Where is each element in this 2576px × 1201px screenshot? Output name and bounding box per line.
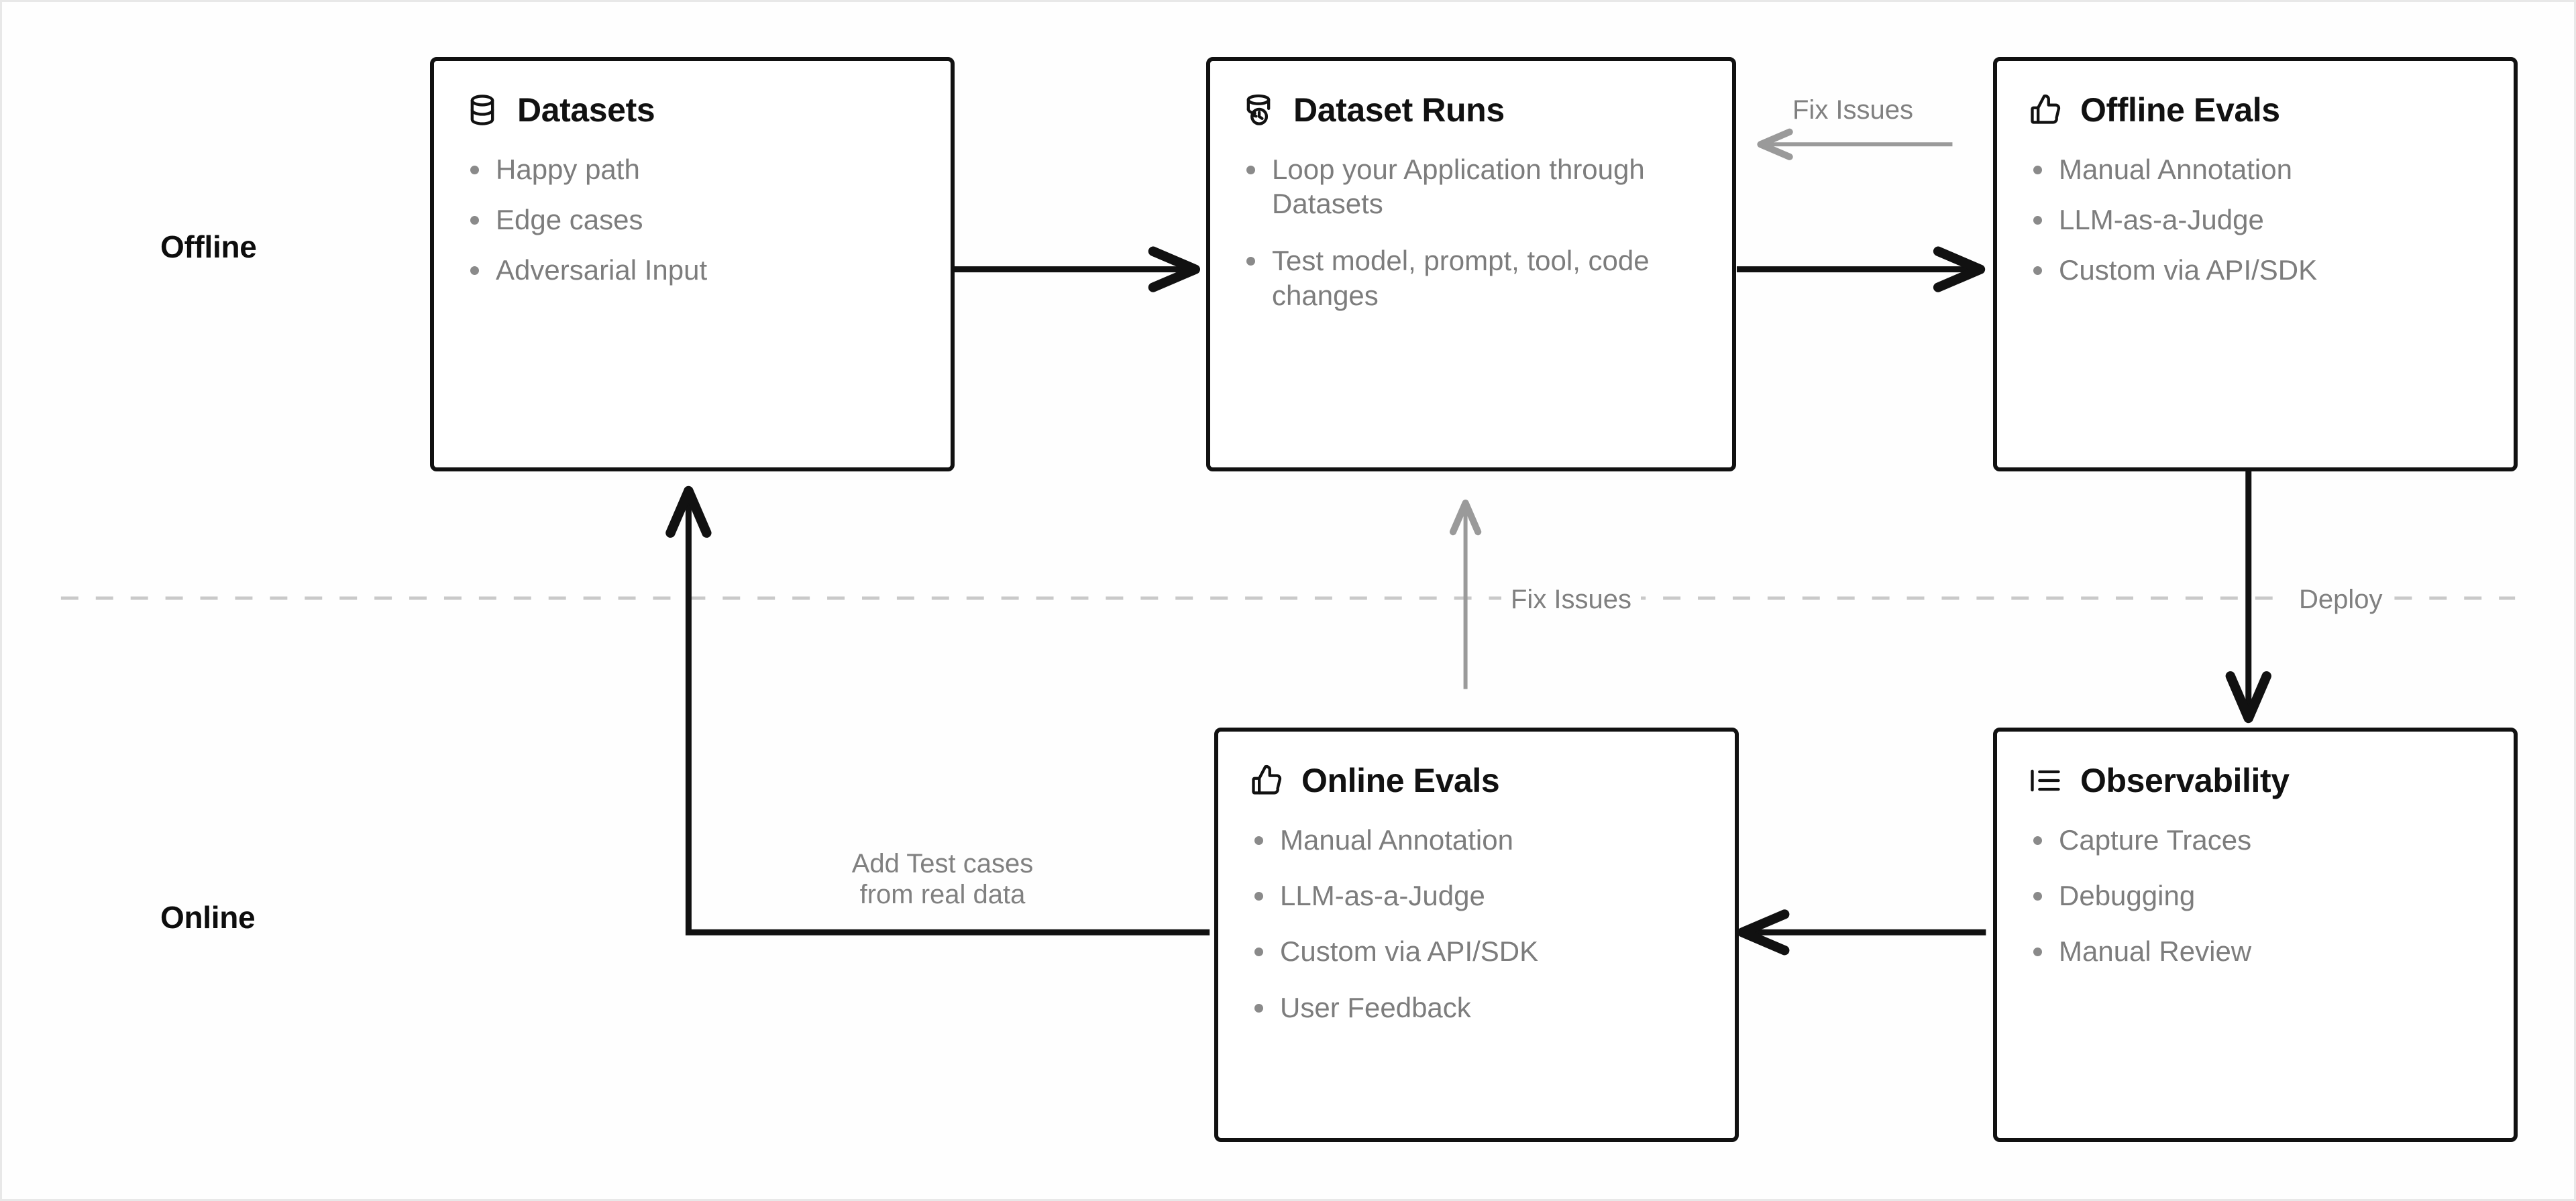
node-offline-evals[interactable]: Offline Evals Manual Annotation LLM-as-a…: [1993, 57, 2518, 471]
list-item: Test model, prompt, tool, code changes: [1241, 243, 1701, 312]
list-item: Manual Annotation: [1249, 823, 1704, 857]
list-item: Custom via API/SDK: [2028, 253, 2483, 287]
list-item: Manual Annotation: [2028, 152, 2483, 186]
node-datasets[interactable]: Datasets Happy path Edge cases Adversari…: [430, 57, 955, 471]
node-offline-evals-title: Offline Evals: [2080, 91, 2280, 129]
thumbs-up-icon: [2031, 94, 2061, 124]
list-item: Edge cases: [465, 203, 920, 237]
node-observability-header: Observability: [2028, 761, 2483, 800]
node-dataset-runs-bullets: Loop your Application through Datasets T…: [1241, 152, 1701, 312]
thumbs-up-icon: [1252, 764, 1282, 795]
node-observability[interactable]: Observability Capture Traces Debugging M…: [1993, 728, 2518, 1142]
node-dataset-runs[interactable]: Dataset Runs Loop your Application throu…: [1206, 57, 1736, 471]
node-dataset-runs-header: Dataset Runs: [1241, 91, 1701, 129]
list-item: Custom via API/SDK: [1249, 934, 1704, 968]
list-item: Debugging: [2028, 878, 2483, 913]
node-offline-evals-header: Offline Evals: [2028, 91, 2483, 129]
list-tree-icon: [2031, 769, 2060, 792]
list-item: Manual Review: [2028, 934, 2483, 968]
edge-label-add-test-cases-line1: Add Test cases: [851, 849, 1034, 878]
node-datasets-bullets: Happy path Edge cases Adversarial Input: [465, 152, 920, 288]
list-item: LLM-as-a-Judge: [2028, 203, 2483, 237]
database-icon: [470, 95, 494, 125]
node-datasets-header: Datasets: [465, 91, 920, 129]
list-item: User Feedback: [1249, 990, 1704, 1025]
node-online-evals-bullets: Manual Annotation LLM-as-a-Judge Custom …: [1249, 823, 1704, 1025]
row-label-offline: Offline: [160, 229, 257, 264]
row-label-online: Online: [160, 900, 256, 935]
list-item: Adversarial Input: [465, 253, 920, 287]
list-item: Loop your Application through Datasets: [1241, 152, 1681, 221]
node-datasets-title: Datasets: [517, 91, 655, 129]
node-observability-bullets: Capture Traces Debugging Manual Review: [2028, 823, 2483, 969]
node-online-evals-title: Online Evals: [1301, 762, 1500, 799]
list-item: LLM-as-a-Judge: [1249, 878, 1704, 913]
node-offline-evals-bullets: Manual Annotation LLM-as-a-Judge Custom …: [2028, 152, 2483, 288]
edge-label-add-test-cases-line2: from real data: [859, 880, 1026, 910]
list-item: Capture Traces: [2028, 823, 2483, 857]
node-online-evals-header: Online Evals: [1249, 761, 1704, 800]
edge-label-fix-issues-top: Fix Issues: [1783, 95, 1923, 126]
edge-label-fix-issues-middle: Fix Issues: [1501, 584, 1642, 616]
node-observability-title: Observability: [2080, 762, 2290, 799]
edge-label-deploy: Deploy: [2290, 584, 2392, 616]
edge-label-add-test-cases: Add Test cases from real data: [816, 848, 1069, 911]
database-refresh-icon: [1246, 94, 1271, 125]
node-dataset-runs-title: Dataset Runs: [1293, 91, 1505, 129]
list-item: Happy path: [465, 152, 920, 186]
node-online-evals[interactable]: Online Evals Manual Annotation LLM-as-a-…: [1214, 728, 1739, 1142]
